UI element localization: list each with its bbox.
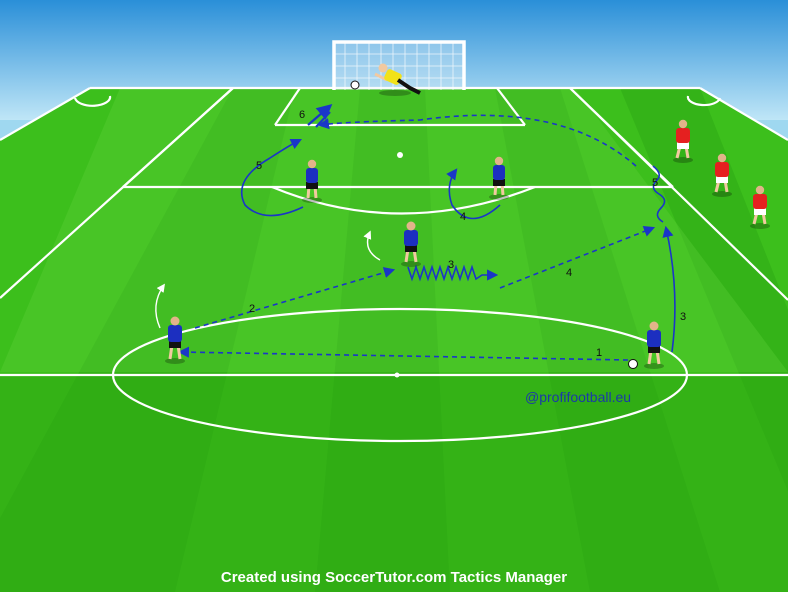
step-label-6: 6: [299, 109, 305, 121]
pass-arrow-1: [177, 346, 629, 361]
step-label-2: 2: [249, 303, 255, 315]
credit-text: Created using SoccerTutor.com Tactics Ma…: [221, 569, 567, 586]
step-label-4-pass: 4: [566, 267, 572, 279]
penalty-spot: [397, 152, 403, 158]
blue-player-box-left: [302, 159, 322, 203]
red-player-1: [673, 119, 693, 163]
red-player-2: [712, 153, 732, 197]
blue-player-left: [165, 316, 185, 364]
pass-arrow-4: [499, 226, 656, 289]
step-label-5-run: 5: [256, 160, 262, 172]
dribble-arrow-5: [652, 165, 666, 223]
red-player-3: [750, 185, 770, 229]
pitch-lines: [0, 86, 788, 443]
blue-player-box-right: [489, 156, 509, 200]
goalkeeper: [374, 63, 421, 96]
blue-player-right: [644, 321, 664, 369]
run-arrow-4: [446, 168, 501, 220]
step-label-3-dribble: 3: [448, 259, 454, 271]
step-label-1: 1: [596, 347, 602, 359]
watermark: @profifootball.eu: [525, 389, 631, 405]
step-label-3-run: 3: [680, 311, 686, 323]
pitch: [0, 88, 788, 592]
step-label-5-cross: 5: [652, 177, 658, 189]
movement-arrows: [177, 103, 676, 361]
step-label-4-run: 4: [460, 211, 466, 223]
pass-arrow-2: [194, 267, 396, 329]
pass-arrow-5: [317, 114, 637, 167]
blue-player-middle: [401, 221, 421, 267]
white-arrows: [155, 230, 381, 329]
dribble-arrow-3: [407, 264, 499, 282]
centre-spot: [394, 372, 400, 378]
ball-goal: [350, 80, 360, 90]
run-arrow-3: [662, 225, 676, 353]
ball-start: [628, 359, 638, 369]
run-arrow-5: [240, 138, 304, 217]
shot-arrow-6: [307, 103, 333, 126]
